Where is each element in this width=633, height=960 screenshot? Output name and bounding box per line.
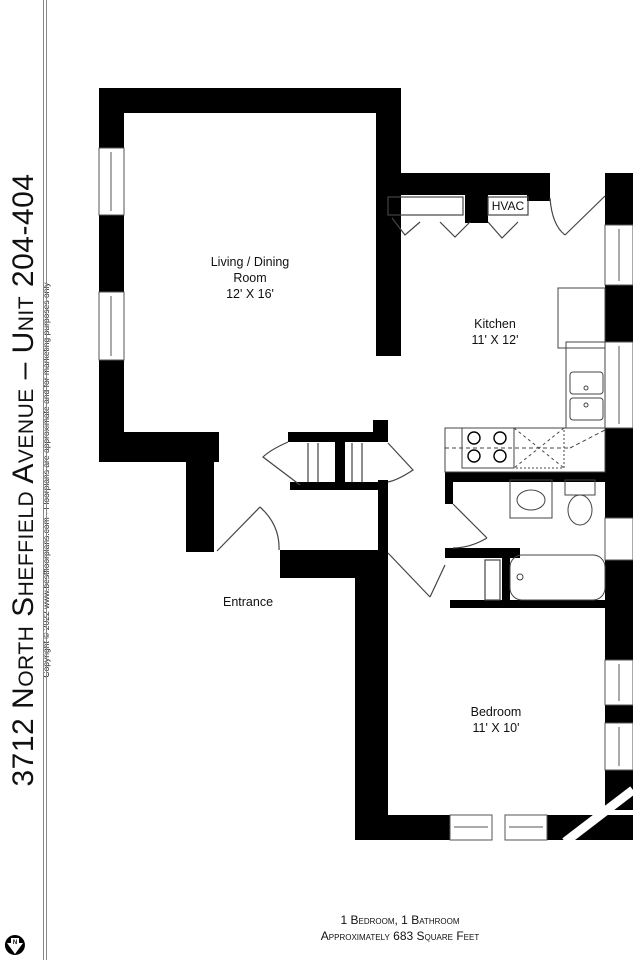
room-label-hvac: HVAC xyxy=(488,198,528,214)
living-room-name-line2: Room xyxy=(233,271,267,285)
kitchen-size: 11' X 12' xyxy=(471,333,519,347)
kitchen-name: Kitchen xyxy=(474,317,516,331)
entrance-name: Entrance xyxy=(222,595,274,609)
room-label-bedroom: Bedroom 11' X 10' xyxy=(456,704,536,736)
square-footage: Approximately 683 Square Feet xyxy=(320,929,480,943)
svg-text:N: N xyxy=(13,940,17,946)
north-arrow-icon: N xyxy=(4,935,25,955)
walls xyxy=(99,88,633,840)
bath-fixtures xyxy=(509,479,606,601)
room-label-kitchen: Kitchen 11' X 12' xyxy=(455,316,535,348)
bedroom-size: 11' X 10' xyxy=(472,721,520,735)
title-divider-2 xyxy=(46,0,47,960)
hvac-name: HVAC xyxy=(491,199,525,213)
corner-window xyxy=(562,786,633,846)
summary-footer: 1 Bedroom, 1 Bathroom Approximately 683 … xyxy=(250,912,550,944)
bed-bath-summary: 1 Bedroom, 1 Bathroom xyxy=(340,913,460,927)
stove-burners xyxy=(467,431,507,463)
title-divider xyxy=(43,0,44,960)
bedroom-name: Bedroom xyxy=(470,705,522,719)
kitchen-fixtures xyxy=(444,287,606,473)
doors xyxy=(216,195,606,601)
room-label-entrance: Entrance xyxy=(208,594,288,610)
room-label-living: Living / Dining Room 12' X 16' xyxy=(180,254,320,302)
living-room-name: Living / Dining xyxy=(210,255,290,269)
living-room-size: 12' X 16' xyxy=(226,287,274,301)
window-sashes xyxy=(110,152,620,828)
